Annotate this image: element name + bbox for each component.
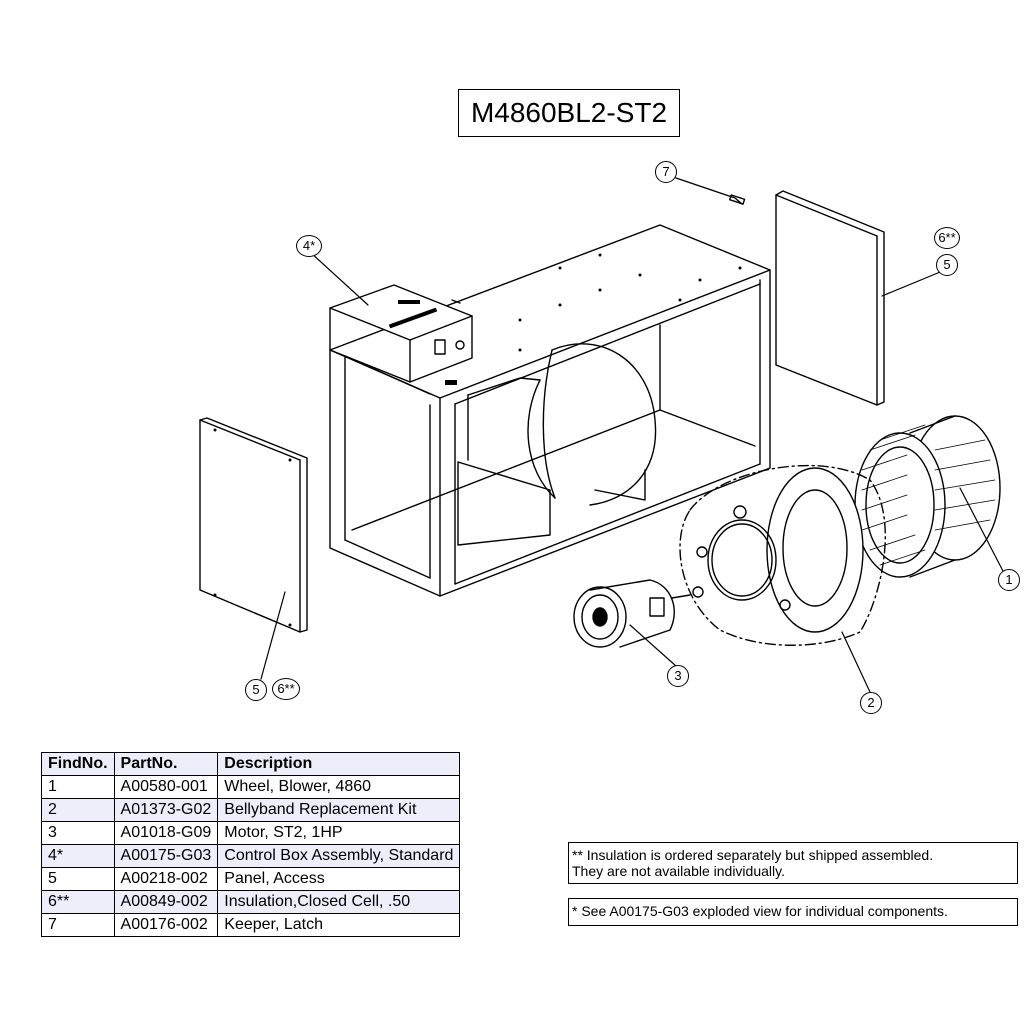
- callout-4: 4*: [296, 235, 322, 257]
- model-number-title: M4860BL2-ST2: [458, 89, 680, 137]
- findno-cell: 5: [41, 867, 115, 891]
- table-row: 6** A00849-002 Insulation,Closed Cell, .…: [41, 890, 461, 914]
- table-row: 3 A01018-G09 Motor, ST2, 1HP: [41, 821, 461, 845]
- findno-cell: 2: [41, 798, 115, 822]
- description-cell: Wheel, Blower, 4860: [217, 775, 461, 799]
- findno-cell: 1: [41, 775, 115, 799]
- description-cell: Bellyband Replacement Kit: [217, 798, 461, 822]
- findno-cell: 6**: [41, 890, 115, 914]
- parts-list-table: FindNo. PartNo. Description 1 A00580-001…: [41, 752, 461, 937]
- right-access-panel: [775, 190, 885, 406]
- insulation-note-line2: They are not available individually.: [572, 863, 785, 879]
- description-cell: Insulation,Closed Cell, .50: [217, 890, 461, 914]
- partno-cell: A00175-G03: [113, 844, 219, 868]
- partno-cell: A01373-G02: [113, 798, 219, 822]
- blower-motor: [573, 579, 691, 648]
- control-box: [329, 284, 473, 385]
- insulation-note: ** Insulation is ordered separately but …: [568, 842, 1018, 884]
- header-partno: PartNo.: [113, 752, 219, 776]
- table-row: 1 A00580-001 Wheel, Blower, 4860: [41, 775, 461, 799]
- partno-cell: A00176-002: [113, 913, 219, 937]
- header-description: Description: [217, 752, 461, 776]
- callout-5-left: 5: [245, 679, 267, 701]
- callout-6-right: 6**: [934, 227, 960, 249]
- callout-1: 1: [998, 569, 1020, 591]
- callout-5-right: 5: [936, 254, 958, 276]
- partno-cell: A00218-002: [113, 867, 219, 891]
- cabinet-housing: [329, 224, 771, 597]
- table-header-row: FindNo. PartNo. Description: [41, 752, 461, 776]
- partno-cell: A00849-002: [113, 890, 219, 914]
- partno-cell: A00580-001: [113, 775, 219, 799]
- partno-cell: A01018-G09: [113, 821, 219, 845]
- description-cell: Keeper, Latch: [217, 913, 461, 937]
- callout-7: 7: [655, 161, 677, 183]
- left-access-panel: [199, 417, 308, 633]
- table-row: 4* A00175-G03 Control Box Assembly, Stan…: [41, 844, 461, 868]
- header-findno: FindNo.: [41, 752, 115, 776]
- control-box-note: * See A00175-G03 exploded view for indiv…: [568, 898, 1018, 926]
- leader-lines: [260, 251, 1005, 693]
- bellyband-kit: [679, 464, 886, 646]
- table-row: 2 A01373-G02 Bellyband Replacement Kit: [41, 798, 461, 822]
- insulation-note-line1: ** Insulation is ordered separately but …: [572, 847, 934, 863]
- findno-cell: 4*: [41, 844, 115, 868]
- latch-keeper: [675, 177, 746, 205]
- findno-cell: 3: [41, 821, 115, 845]
- table-row: 7 A00176-002 Keeper, Latch: [41, 913, 461, 937]
- callout-6-left: 6**: [272, 678, 300, 700]
- findno-cell: 7: [41, 913, 115, 937]
- description-cell: Motor, ST2, 1HP: [217, 821, 461, 845]
- description-cell: Panel, Access: [217, 867, 461, 891]
- table-row: 5 A00218-002 Panel, Access: [41, 867, 461, 891]
- blower-wheel: [854, 415, 1001, 578]
- callout-3: 3: [667, 665, 689, 687]
- callout-2: 2: [860, 692, 882, 714]
- description-cell: Control Box Assembly, Standard: [217, 844, 461, 868]
- blower-housing: [457, 343, 657, 546]
